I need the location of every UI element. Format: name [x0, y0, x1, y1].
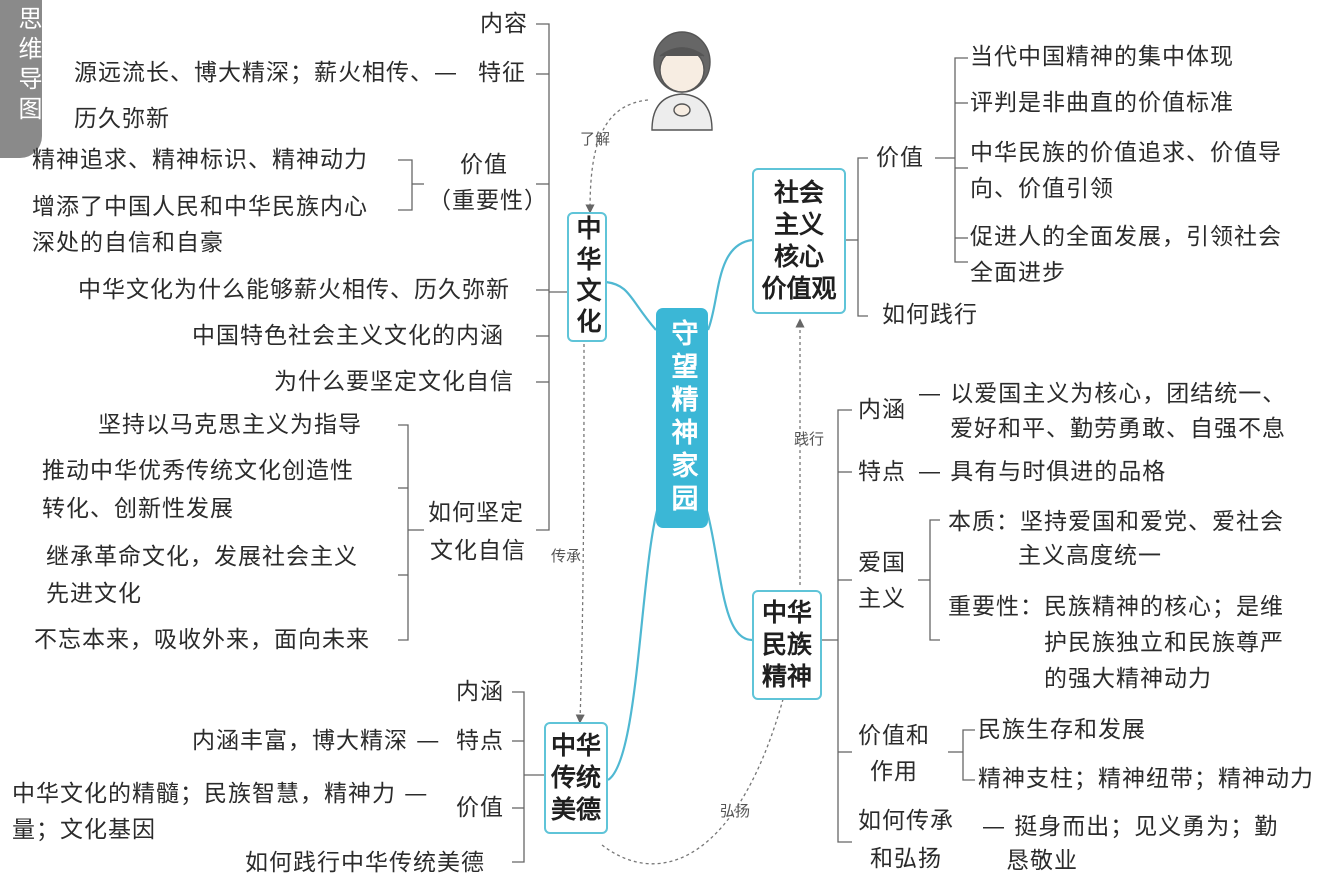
core-item-1: 当代中国精神的集中体现 — [970, 44, 1234, 70]
spirit-importance-2: 护民族独立和民族尊严 — [1044, 630, 1284, 656]
spirit-node: 中华 民族 精神 — [752, 590, 822, 700]
core-node-line-2: 主义 — [773, 210, 824, 239]
culture-how-item-3b: 先进文化 — [46, 581, 142, 607]
spirit-role-2: 作用 — [870, 759, 918, 785]
culture-how-item-3: 继承革命文化，发展社会主义 — [46, 544, 358, 570]
promote-label: 弘扬 — [720, 802, 751, 820]
culture-how: 如何坚定 — [428, 500, 524, 526]
culture-value-item-1: 精神追求、精神标识、精神动力 — [32, 147, 368, 173]
virtue-meaning: 内涵 — [456, 679, 504, 705]
virtue-value-text: 中华文化的精髓；民族智慧，精神力 — — [12, 781, 429, 807]
culture-value-sub: （重要性） — [428, 188, 548, 214]
virtue-node: 中华 传统 美德 — [544, 722, 608, 834]
spirit-how: 如何传承 — [858, 808, 954, 834]
spirit-meaning-text: — 以爱国主义为核心，团结统一、 — [918, 381, 1287, 407]
virtue-value: 价值 — [456, 795, 504, 821]
spirit-feature: 特点 — [858, 459, 906, 485]
culture-how-2: 文化自信 — [430, 538, 526, 564]
culture-how-item-2b: 转化、创新性发展 — [42, 496, 234, 522]
spirit-node-line-1: 中华 — [761, 598, 812, 627]
virtue-feature: 特点 — [456, 728, 504, 754]
spirit-meaning-text-2: 爱好和平、勤劳勇敢、自强不息 — [950, 416, 1286, 442]
core-value: 价值 — [876, 145, 924, 171]
core-values-node: 社会 主义 核心 价值观 — [752, 168, 846, 314]
core-node-line-1: 社会 — [773, 178, 824, 207]
culture-why-confident: 为什么要坚定文化自信 — [274, 369, 514, 395]
center-node-title: 守望精神家园 — [656, 308, 708, 528]
culture-content: 内容 — [480, 11, 528, 37]
spirit-role-item-1: 民族生存和发展 — [978, 717, 1146, 743]
understand-label: 了解 — [580, 130, 611, 148]
mind-map-tag: 思维导图 — [0, 0, 42, 158]
virtue-value-text-2: 量；文化基因 — [12, 817, 156, 843]
spirit-role: 价值和 — [858, 723, 930, 749]
spirit-how-text-2: 恳敬业 — [1006, 848, 1078, 874]
spirit-role-item-2: 精神支柱；精神纽带；精神动力 — [978, 766, 1314, 792]
virtue-node-line-2: 传统 — [550, 763, 601, 792]
virtue-node-line-1: 中华 — [550, 731, 601, 760]
culture-feature: 特征 — [478, 60, 526, 86]
spirit-patriotism-2: 主义 — [858, 586, 906, 612]
core-node-line-3: 核心 — [773, 242, 824, 271]
virtue-node-line-3: 美德 — [550, 795, 601, 824]
spirit-feature-text: — 具有与时俱进的品格 — [918, 459, 1167, 485]
virtue-feature-text: 内涵丰富，博大精深 — — [192, 728, 441, 754]
spirit-essence: 本质：坚持爱国和爱党、爱社会 — [948, 509, 1284, 535]
culture-meaning: 中国特色社会主义文化的内涵 — [192, 323, 504, 349]
spirit-essence-2: 主义高度统一 — [1018, 543, 1162, 569]
culture-feature-text-2: 历久弥新 — [74, 106, 170, 132]
girl-illustration — [651, 31, 713, 131]
spirit-meaning: 内涵 — [858, 397, 906, 423]
culture-why: 中华文化为什么能够薪火相传、历久弥新 — [78, 277, 510, 303]
spirit-importance: 重要性：民族精神的核心；是维 — [948, 594, 1284, 620]
spirit-how-text: — 挺身而出；见义勇为；勤 — [982, 814, 1279, 840]
core-item-3b: 向、价值引领 — [970, 176, 1114, 202]
culture-value: 价值 — [460, 152, 508, 178]
core-item-4: 促进人的全面发展，引领社会 — [970, 224, 1282, 250]
core-practice: 如何践行 — [882, 302, 978, 328]
spirit-node-line-2: 民族 — [761, 630, 812, 659]
culture-how-item-1: 坚持以马克思主义为指导 — [98, 412, 362, 438]
culture-node: 中华文化 — [567, 212, 607, 342]
core-item-2: 评判是非曲直的价值标准 — [970, 90, 1234, 116]
culture-value-item-2b: 深处的自信和自豪 — [32, 230, 224, 256]
culture-feature-text: 源远流长、博大精深；薪火相传、— — [74, 60, 458, 86]
core-node-line-4: 价值观 — [761, 274, 837, 303]
spirit-patriotism: 爱国 — [858, 550, 906, 576]
spirit-importance-3: 的强大精神动力 — [1044, 666, 1212, 692]
core-item-3: 中华民族的价值追求、价值导 — [970, 140, 1282, 166]
culture-how-item-2: 推动中华优秀传统文化创造性 — [42, 458, 354, 484]
inherit-label: 传承 — [551, 547, 582, 565]
culture-value-item-2: 增添了中国人民和中华民族内心 — [32, 194, 368, 220]
culture-how-item-4: 不忘本来，吸收外来，面向未来 — [34, 627, 370, 653]
spirit-node-line-3: 精神 — [761, 662, 812, 691]
virtue-practice: 如何践行中华传统美德 — [245, 850, 485, 876]
practice-label: 践行 — [794, 430, 825, 448]
spirit-how-2: 和弘扬 — [870, 846, 942, 872]
core-item-4b: 全面进步 — [970, 260, 1066, 286]
